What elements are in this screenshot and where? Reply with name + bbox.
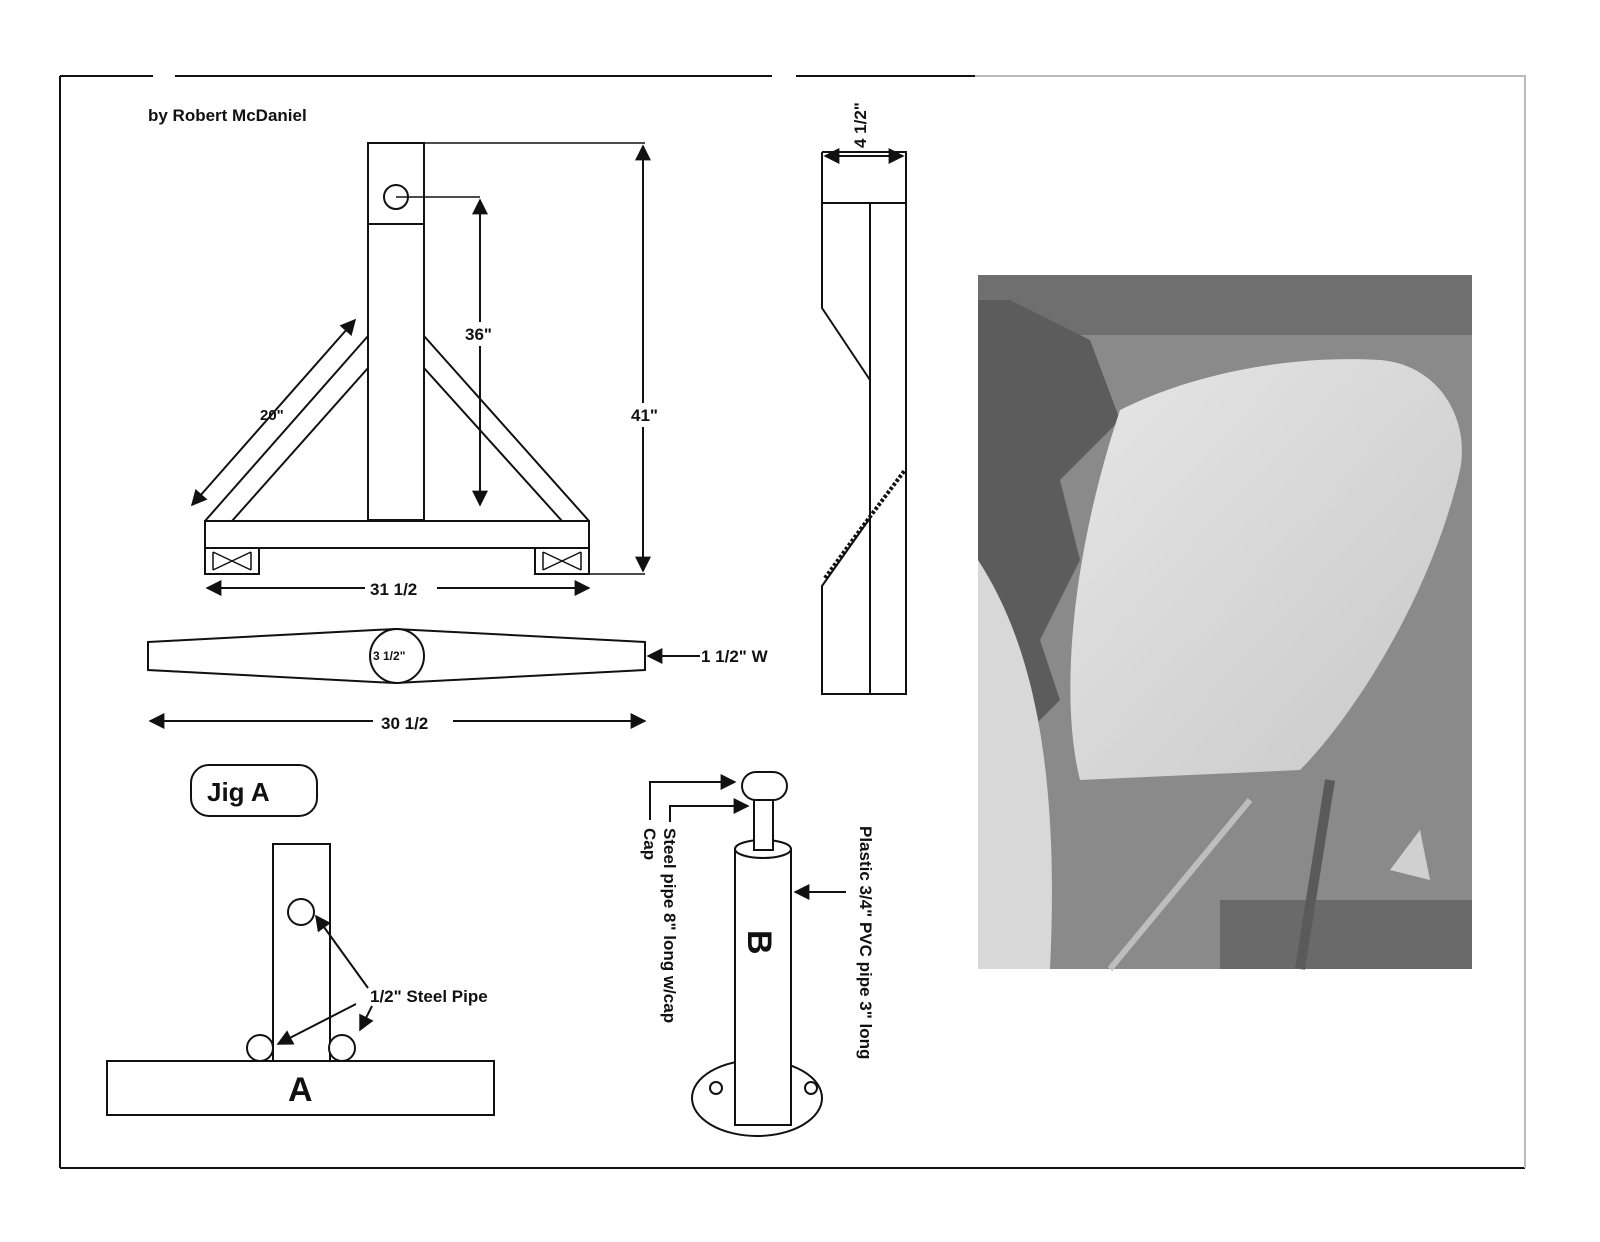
dim-side-4: 4 1/2" (851, 102, 870, 148)
jig-b-drawing: B Cap Steel pipe 8" long w/cap Plastic 3… (640, 771, 875, 1137)
jig-a-pipe-label: 1/2" Steel Pipe (370, 987, 488, 1006)
hull-photo (978, 275, 1472, 971)
jig-b-letter: B (740, 930, 778, 955)
dim-20: 20" (260, 407, 284, 424)
dim-31: 31 1/2 (370, 580, 417, 599)
stand-top-view: 3 1/2" 1 1/2" W 30 1/2 (147, 627, 769, 733)
page-border (59, 75, 1526, 1169)
jig-a-letter: A (288, 1071, 313, 1109)
byline: by Robert McDaniel (148, 106, 307, 125)
foot-left (204, 547, 260, 575)
dim-30: 30 1/2 (381, 714, 428, 733)
photo-hull (1070, 359, 1462, 780)
jig-b-steel-label: Steel pipe 8" long w/cap (660, 828, 679, 1023)
dim-36: 36" (465, 325, 492, 344)
stand-front-view: 36" 41" 20" 31 1/2 (190, 142, 666, 599)
jig-b-pvc-label: Plastic 3/4" PVC pipe 3" long (856, 826, 875, 1059)
stand-side-view: 4 1/2" (821, 102, 907, 695)
jig-b-cap-label: Cap (640, 828, 659, 860)
jig-a-badge: Jig A (190, 764, 318, 817)
jig-a-label: Jig A (207, 777, 270, 807)
jig-a-drawing: A 1/2" Steel Pipe (106, 843, 495, 1116)
dim-thickness: 1 1/2" W (701, 647, 769, 666)
foot-right (534, 547, 590, 575)
dim-hole: 3 1/2" (373, 649, 405, 663)
dim-41: 41" (631, 406, 658, 425)
